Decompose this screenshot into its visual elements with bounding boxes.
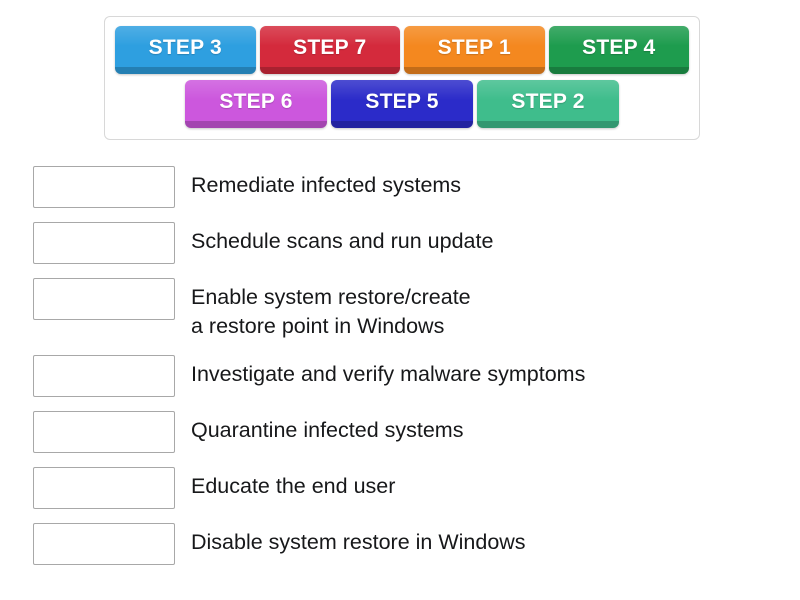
tile-row: STEP 3 STEP 7 STEP 1 STEP 4 [115,26,689,74]
draggable-tile-step-3[interactable]: STEP 3 [115,26,256,74]
drop-target-1[interactable] [33,166,175,208]
tile-label: STEP 6 [219,90,293,113]
answer-row: Enable system restore/create a restore p… [0,278,800,341]
answer-text: Quarantine infected systems [191,418,464,442]
tile-row: STEP 6 STEP 5 STEP 2 [115,80,689,128]
answer-text: Disable system restore in Windows [191,530,526,554]
drop-target-5[interactable] [33,411,175,453]
answer-text: Educate the end user [191,474,396,498]
answer-row: Disable system restore in Windows [0,523,800,565]
tile-label: STEP 7 [293,36,367,59]
draggable-tile-step-4[interactable]: STEP 4 [548,26,689,74]
answer-row: Investigate and verify malware symptoms [0,355,800,397]
answer-text: Remediate infected systems [191,173,462,197]
drop-target-6[interactable] [33,467,175,509]
draggable-tile-step-1[interactable]: STEP 1 [404,26,545,74]
answer-row: Educate the end user [0,467,800,509]
tile-label: STEP 4 [582,36,656,59]
answer-text: Enable system restore/create a restore p… [191,285,471,338]
answer-row: Quarantine infected systems [0,411,800,453]
draggable-tile-step-7[interactable]: STEP 7 [259,26,400,74]
draggable-tile-step-5[interactable]: STEP 5 [331,80,473,128]
drop-target-3[interactable] [33,278,175,320]
tile-label: STEP 5 [365,90,439,113]
tile-label: STEP 3 [148,36,222,59]
answer-row: Remediate infected systems [0,166,800,208]
drop-target-7[interactable] [33,523,175,565]
drop-target-4[interactable] [33,355,175,397]
draggable-tile-step-2[interactable]: STEP 2 [477,80,619,128]
drop-target-2[interactable] [33,222,175,264]
answer-text: Schedule scans and run update [191,229,494,253]
answer-row: Schedule scans and run update [0,222,800,264]
draggable-tile-step-6[interactable]: STEP 6 [185,80,327,128]
tile-label: STEP 1 [437,36,511,59]
tile-label: STEP 2 [511,90,585,113]
answer-text: Investigate and verify malware symptoms [191,362,586,386]
